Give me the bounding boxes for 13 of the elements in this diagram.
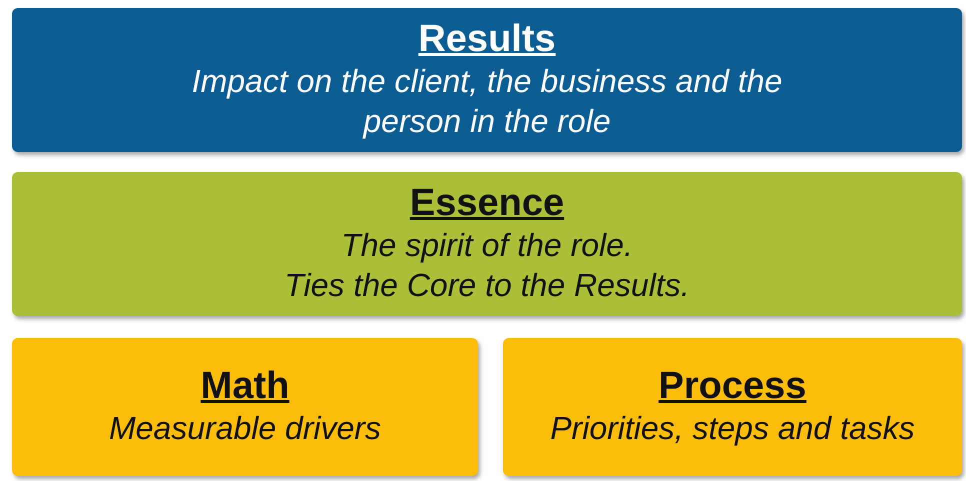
block-box xyxy=(12,172,962,316)
block-box xyxy=(503,338,962,476)
block-heading: Process xyxy=(658,366,806,408)
block-description: Measurable drivers xyxy=(108,408,382,448)
block-description: Ties the Core to the Results. xyxy=(284,266,690,305)
block-description: Impact on the client, the business and the person in the role xyxy=(190,62,784,141)
block-box xyxy=(12,8,962,152)
block-description: Priorities, steps and tasks xyxy=(550,408,915,448)
block-heading: Results xyxy=(418,19,556,61)
block-description: The spirit of the role. xyxy=(341,226,633,265)
block-heading: Essence xyxy=(410,183,564,225)
block-box xyxy=(12,338,478,476)
block-heading: Math xyxy=(200,366,290,408)
